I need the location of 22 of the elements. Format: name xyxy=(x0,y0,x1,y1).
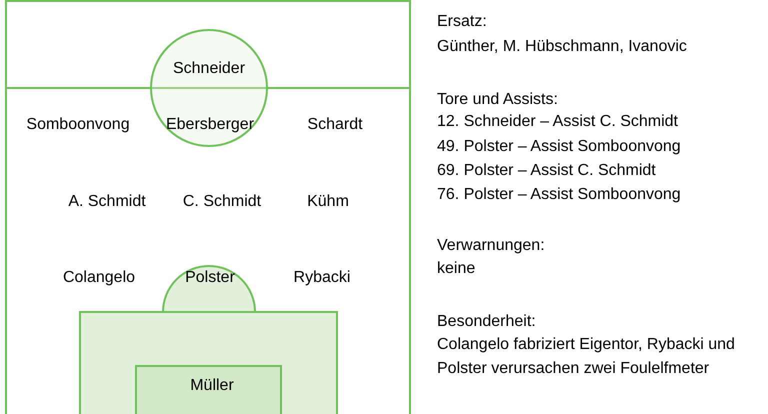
player-name: C. Schmidt xyxy=(182,192,262,212)
section-heading: Besonderheit: xyxy=(437,312,537,332)
section-text: 76. Polster – Assist Somboonvong xyxy=(437,185,682,205)
player-name: Müller xyxy=(190,376,234,396)
section-text: 49. Polster – Assist Somboonvong xyxy=(437,137,682,157)
section-heading: Tore und Assists: xyxy=(437,90,559,110)
player-name: Ebersberger xyxy=(166,115,254,135)
player-name: Schneider xyxy=(172,59,246,79)
player-name: Somboonvong xyxy=(26,115,130,135)
section-text: 69. Polster – Assist C. Schmidt xyxy=(437,161,657,181)
player-name: A. Schmidt xyxy=(68,192,146,212)
player-name: Schardt xyxy=(307,115,363,135)
section-heading: Verwarnungen: xyxy=(437,236,546,256)
player-name: Polster xyxy=(185,268,235,288)
player-name: Kühm xyxy=(307,192,349,212)
section-text: 12. Schneider – Assist C. Schmidt xyxy=(437,112,679,132)
section-text: Colangelo fabriziert Eigentor, Rybacki und Polster verursachen zwei Foulelfmeter xyxy=(437,335,736,379)
section-text: Günther, M. Hübschmann, Ivanovic xyxy=(437,37,688,57)
section-text: keine xyxy=(437,259,476,279)
section-heading: Ersatz: xyxy=(437,12,488,32)
player-name: Rybacki xyxy=(294,268,350,288)
player-name: Colangelo xyxy=(62,268,136,288)
